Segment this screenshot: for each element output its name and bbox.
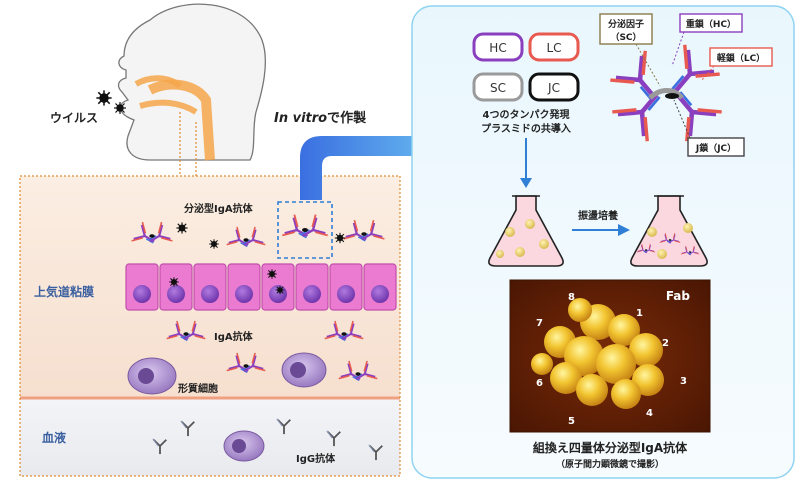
mucosa-label: 上気道粘膜 xyxy=(34,284,94,299)
svg-text:重鎖（HC）: 重鎖（HC） xyxy=(686,18,736,30)
plasmid-sc: SC xyxy=(472,72,524,102)
zoom-frame xyxy=(19,175,401,477)
plasmid-group: HC LC SC JC xyxy=(472,32,580,102)
siga-structure xyxy=(610,45,721,141)
down-arrow xyxy=(520,138,532,188)
secretory-iga-label: 分泌型IgA抗体 xyxy=(184,202,254,215)
afm-fab-label: Fab xyxy=(666,289,691,303)
blood-label: 血液 xyxy=(42,430,66,445)
virus-icon xyxy=(95,89,113,107)
flask-after xyxy=(630,195,708,267)
svg-text:軽鎖（LC）: 軽鎖（LC） xyxy=(717,52,765,64)
afm-num: 8 xyxy=(568,292,575,303)
svg-text:SC: SC xyxy=(490,81,506,95)
afm-caption-title: 組換え四量体分泌型IgA抗体 xyxy=(533,440,688,455)
jc-callout: J鎖（JC） xyxy=(673,99,745,157)
afm-num: 1 xyxy=(636,308,643,319)
virus-icon xyxy=(113,101,127,115)
virus-icon xyxy=(266,268,278,280)
plasma-cell-label: 形質細胞 xyxy=(178,382,218,395)
highlight-box xyxy=(277,201,333,259)
virus-icon xyxy=(175,221,189,235)
blood-contents xyxy=(151,417,384,462)
flask-before xyxy=(488,195,564,267)
virus-icon xyxy=(275,285,285,295)
virus-icon xyxy=(334,232,346,244)
culture-arrow xyxy=(572,224,630,236)
igg-label: IgG抗体 xyxy=(296,452,336,465)
afm-num: 6 xyxy=(536,378,543,389)
afm-caption-sub: （原子間力顕微鏡で撮影） xyxy=(556,458,664,470)
svg-text:分泌因子: 分泌因子 xyxy=(608,18,644,30)
culture-label: 振盪培養 xyxy=(578,209,618,222)
plasmid-lc: LC xyxy=(528,32,580,62)
plasmid-jc: JC xyxy=(528,72,580,102)
cotransfection-line2: プラスミドの共導入 xyxy=(481,122,571,135)
in-vitro-label: In vitroで作製 xyxy=(274,110,366,126)
plasma-cells xyxy=(127,352,327,395)
afm-num: 4 xyxy=(646,408,653,419)
virus-label: ウイルス xyxy=(50,111,98,125)
hc-callout: 重鎖（HC） xyxy=(671,13,743,67)
cotransfection-line1: 4つのタンパク発現 xyxy=(483,108,570,121)
afm-num: 2 xyxy=(662,338,669,349)
svg-text:（SC）: （SC） xyxy=(610,32,641,43)
afm-num: 7 xyxy=(536,318,543,329)
lc-callout: 軽鎖（LC） xyxy=(701,47,773,81)
head-illustration xyxy=(117,3,266,161)
virus-icon xyxy=(208,238,220,250)
virus-group xyxy=(95,89,127,115)
plasmid-hc: HC xyxy=(472,32,524,62)
sc-callout: 分泌因子 （SC） xyxy=(599,13,661,87)
afm-num: 3 xyxy=(680,376,687,387)
svg-text:JC: JC xyxy=(547,81,560,95)
svg-text:J鎖（JC）: J鎖（JC） xyxy=(695,142,736,154)
iga-label: IgA抗体 xyxy=(214,330,254,343)
tissue-section xyxy=(19,175,401,477)
zoom-guide xyxy=(179,112,197,176)
svg-text:HC: HC xyxy=(489,41,506,55)
svg-text:LC: LC xyxy=(546,41,561,55)
afm-num: 5 xyxy=(568,416,575,427)
virus-icon xyxy=(168,276,180,288)
afm-image: Fab 1 2 3 4 5 6 7 8 xyxy=(509,279,711,433)
